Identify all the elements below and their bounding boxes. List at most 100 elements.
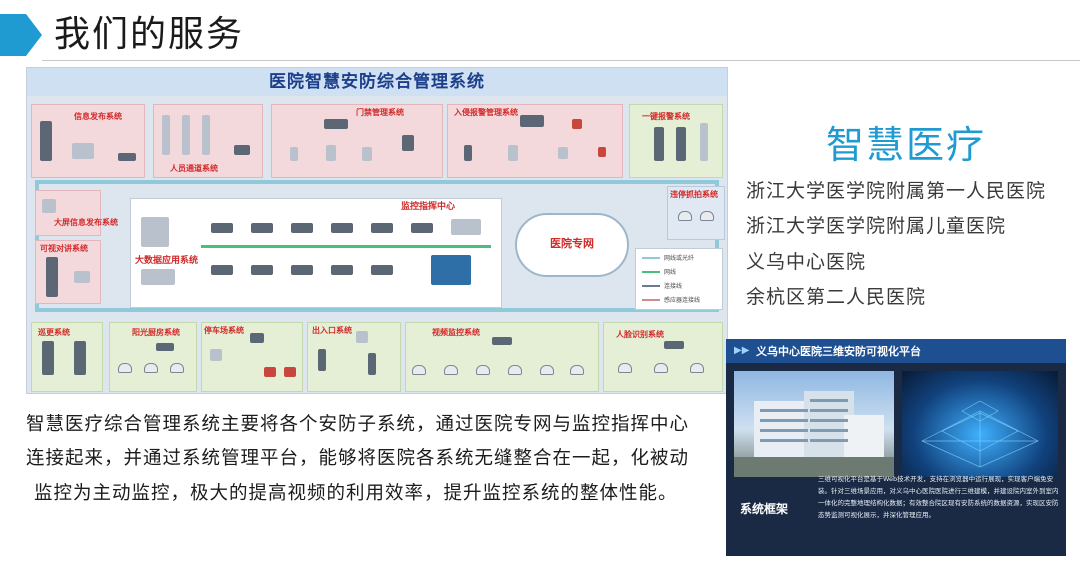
- parking-guide-device: [284, 367, 296, 377]
- workstation-device: [291, 265, 313, 275]
- subsystem-personnel-passage: 人员通道系统: [153, 104, 263, 178]
- subsystem-face-recognition: 人脸识别系统: [603, 322, 723, 392]
- gate-device: [182, 115, 190, 155]
- door-device: [326, 145, 336, 161]
- server-device: [291, 223, 313, 233]
- reader-device: [290, 147, 298, 161]
- diagram-legend: 网线或光纤 网线 连接线 感应器连接线: [635, 248, 723, 310]
- controller-device: [356, 331, 368, 343]
- camera-icon: [118, 363, 132, 373]
- platform-screenshot-panel: ▶▶ 义乌中心医院三维安防可视化平台: [726, 339, 1066, 556]
- subsystem-video-intercom: 可视对讲系统: [35, 240, 101, 304]
- switch-device: [664, 341, 684, 349]
- camera-icon: [144, 363, 158, 373]
- server-device: [324, 119, 348, 129]
- decoder-device: [451, 219, 481, 235]
- detector-device: [464, 145, 472, 161]
- controller-device: [234, 145, 250, 155]
- subsystem-patrol: 巡更系统: [31, 322, 103, 392]
- subsystem-video-monitoring: 视频监控系统: [405, 322, 599, 392]
- 3d-visualization-image: [902, 371, 1058, 477]
- monitoring-command-center: 监控指挥中心 大数据应用系统: [130, 198, 502, 308]
- wireframe-illustration: [921, 400, 1039, 468]
- system-architecture-diagram: 医院智慧安防综合管理系统 信息发布系统 人员通道系统 门禁管理系统 入侵报警管理…: [26, 67, 728, 394]
- legend-swatch: [642, 299, 660, 301]
- alarm-pillar-device: [676, 127, 686, 161]
- workstation-device: [371, 265, 393, 275]
- alarm-button-device: [598, 147, 606, 157]
- subsystem-illegal-parking: 违停抓拍系统: [667, 186, 725, 240]
- page-title: 我们的服务: [54, 14, 245, 55]
- header-accent-chevron-icon: [0, 14, 42, 56]
- attendance-device: [402, 135, 414, 151]
- workstation-device: [251, 265, 273, 275]
- barrier-device: [318, 349, 326, 371]
- diagram-title: 医院智慧安防综合管理系统: [27, 68, 727, 96]
- workstation-device: [331, 265, 353, 275]
- panel-title: 义乌中心医院三维安防可视化平台: [756, 345, 921, 358]
- camera-icon: [476, 365, 490, 375]
- camera-icon: [508, 365, 522, 375]
- siren-device: [572, 119, 582, 129]
- detector-device: [558, 147, 568, 159]
- server-rack-device: [141, 217, 169, 247]
- hospital-item: 浙江大学医学院附属第一人民医院: [746, 180, 1047, 202]
- header-divider: [42, 60, 1080, 61]
- subsystem-entrance-exit: 出入口系统: [307, 322, 401, 392]
- hospital-item: 余杭区第二人民医院: [746, 286, 927, 308]
- right-network-bus: [715, 180, 719, 312]
- camera-icon: [570, 365, 584, 375]
- kiosk-device: [40, 121, 52, 161]
- brand-title: 智慧医疗: [826, 123, 987, 167]
- camera-icon: [444, 365, 458, 375]
- patrol-device: [74, 341, 86, 375]
- hospital-item: 浙江大学医学院附属儿童医院: [746, 215, 1007, 237]
- panel-section-label: 系统框架: [740, 502, 789, 516]
- server-device: [331, 223, 353, 233]
- panel-description: 三维可视化平台是基于Web技术开发，支持在浏览器中运行展现，实现客户端免安装。针…: [818, 475, 1059, 519]
- bottom-network-bus: [35, 308, 719, 312]
- camera-icon: [412, 365, 426, 375]
- alarm-host-device: [520, 115, 544, 127]
- barrier-device: [368, 353, 376, 375]
- server-device: [250, 333, 264, 343]
- description-line: 连接起来，并通过系统管理平台，能够将医院各系统无缝整合在一起，化被动: [26, 448, 690, 469]
- hospital-item: 义乌中心医院: [746, 251, 867, 273]
- display-device: [42, 199, 56, 213]
- detector-device: [508, 145, 518, 161]
- top-network-bus: [35, 180, 719, 184]
- core-switch-line: [201, 245, 491, 248]
- nvr-device: [156, 343, 174, 351]
- camera-icon: [654, 363, 668, 373]
- camera-icon: [618, 363, 632, 373]
- subsystem-large-screen: 大屏信息发布系统: [35, 190, 118, 236]
- intercom-device: [46, 257, 58, 297]
- cloud-storage-device: [141, 269, 175, 285]
- legend-swatch: [642, 285, 660, 287]
- server-device: [411, 223, 433, 233]
- controller-device: [118, 153, 136, 161]
- subsystem-access-control: 门禁管理系统: [271, 104, 443, 178]
- subsystem-info-publish: 信息发布系统: [31, 104, 145, 178]
- building-illustration: [734, 391, 894, 477]
- camera-icon: [540, 365, 554, 375]
- server-device: [371, 223, 393, 233]
- screen-device: [72, 143, 94, 159]
- server-device: [211, 223, 233, 233]
- hospital-private-network: 医院专网: [515, 213, 629, 277]
- exit-button-device: [362, 147, 372, 161]
- gate-device: [162, 115, 170, 155]
- terminal-device: [210, 349, 222, 361]
- subsystem-sunshine-kitchen: 阳光厨房系统: [109, 322, 197, 392]
- switch-device: [492, 337, 512, 345]
- legend-swatch: [642, 257, 660, 259]
- parking-guide-device: [264, 367, 276, 377]
- legend-swatch: [642, 271, 660, 273]
- description-line: 监控为主动监控，极大的提高视频的利用效率，提升监控系统的整体性能。: [34, 483, 678, 504]
- camera-icon: [700, 211, 714, 221]
- alarm-pillar-device: [654, 127, 664, 161]
- server-device: [251, 223, 273, 233]
- patrol-device: [42, 341, 54, 375]
- camera-icon: [678, 211, 692, 221]
- double-chevron-icon: ▶▶: [734, 345, 750, 356]
